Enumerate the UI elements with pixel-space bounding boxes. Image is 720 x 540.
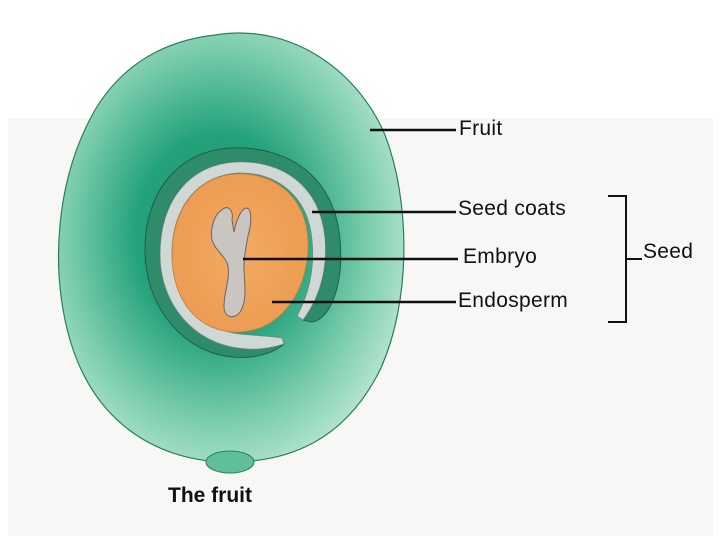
leader-lines — [243, 128, 458, 304]
seed-coats-label: Seed coats — [458, 197, 567, 220]
fruit-stalk-end — [205, 450, 255, 474]
embryo-label: Embryo — [463, 245, 538, 268]
seed-label: Seed — [643, 240, 694, 263]
figure-caption: The fruit — [168, 484, 252, 507]
embryo — [211, 207, 252, 318]
seed-bracket — [608, 195, 642, 323]
fruit-label: Fruit — [459, 117, 503, 140]
endosperm-label: Endosperm — [458, 289, 569, 312]
